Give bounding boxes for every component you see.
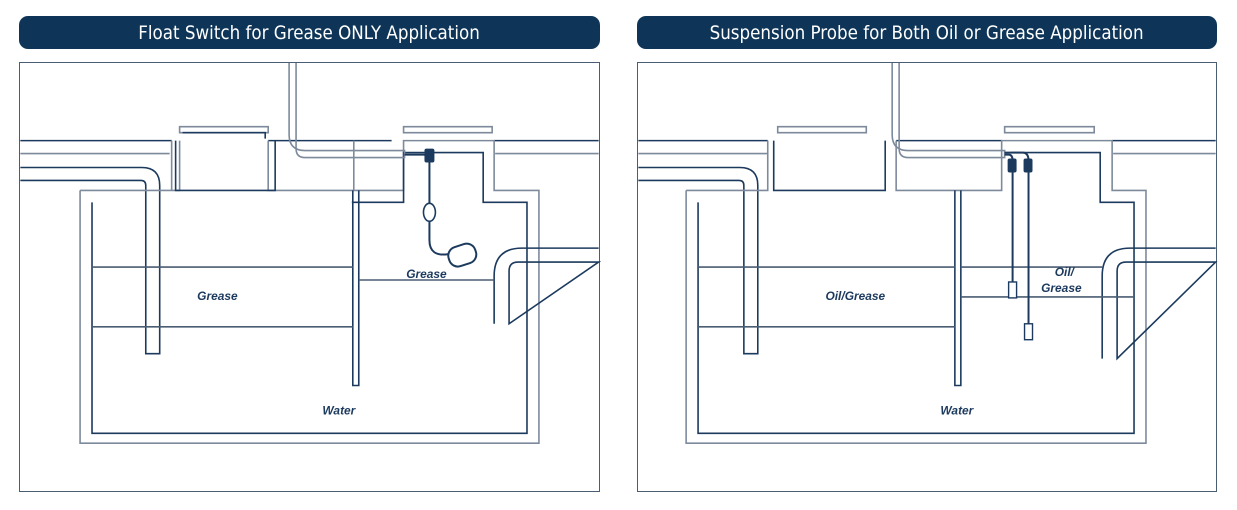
probe-clamp-1: [1007, 158, 1017, 173]
panel-title: Float Switch for Grease ONLY Application: [19, 16, 600, 49]
label-water: Water: [322, 403, 356, 417]
outlet-pipe: [493, 247, 602, 326]
float-switch-device: [422, 148, 478, 268]
grease-trap-diagram: Grease Grease Water: [20, 63, 602, 445]
tank-outer: [79, 139, 540, 445]
label-right-layer-line2: Grease: [1041, 281, 1082, 295]
conduit: [288, 63, 406, 159]
tank-inner: [91, 151, 528, 435]
label-right-layer-line1: Oil/: [1055, 265, 1076, 279]
inlet-pipe: [20, 166, 161, 355]
riser-left-top: [776, 125, 868, 134]
riser-left: [174, 140, 276, 192]
panel-title-text: Suspension Probe for Both Oil or Grease …: [709, 21, 1145, 44]
cable-clamp: [424, 148, 435, 163]
label-right-layer: Grease: [406, 267, 447, 281]
diagram-frame: Grease Grease Water: [19, 62, 602, 492]
probe-sensor-1: [1007, 281, 1018, 299]
layer-line-top: [92, 266, 495, 281]
panel-suspension-probe: Suspension Probe for Both Oil or Grease …: [637, 16, 1218, 492]
panel-title-text: Float Switch for Grease ONLY Application: [138, 21, 481, 44]
suspension-probes: [1007, 158, 1034, 341]
riser-left-lid: [182, 131, 267, 139]
inlet-pipe: [638, 166, 759, 355]
label-water: Water: [940, 403, 974, 417]
baffle-wall: [352, 190, 360, 387]
riser-right-top: [1003, 125, 1096, 134]
layer-line-top: [698, 266, 1135, 298]
cable-weight: [422, 202, 437, 223]
float-body: [447, 242, 478, 268]
outlet-pipe: [1101, 247, 1218, 361]
baffle-wall: [954, 190, 962, 387]
tank-outer: [685, 139, 1147, 445]
grease-trap-diagram: Oil/Grease Oil/ Grease Water: [638, 63, 1218, 445]
riser-left-top: [178, 125, 269, 134]
panel-float-switch: Float Switch for Grease ONLY Application: [19, 16, 602, 492]
conduit: [891, 63, 1006, 159]
label-left-layer: Grease: [197, 289, 238, 303]
panel-title: Suspension Probe for Both Oil or Grease …: [637, 16, 1217, 49]
riser-left: [772, 140, 886, 192]
probe-sensor-2: [1023, 323, 1034, 341]
diagram-frame: Oil/Grease Oil/ Grease Water: [637, 62, 1218, 492]
label-left-layer: Oil/Grease: [825, 289, 885, 303]
probe-cable-1: [1004, 153, 1014, 284]
riser-right-top: [402, 125, 493, 134]
tank-inner: [697, 151, 1135, 435]
probe-clamp-2: [1023, 158, 1033, 173]
